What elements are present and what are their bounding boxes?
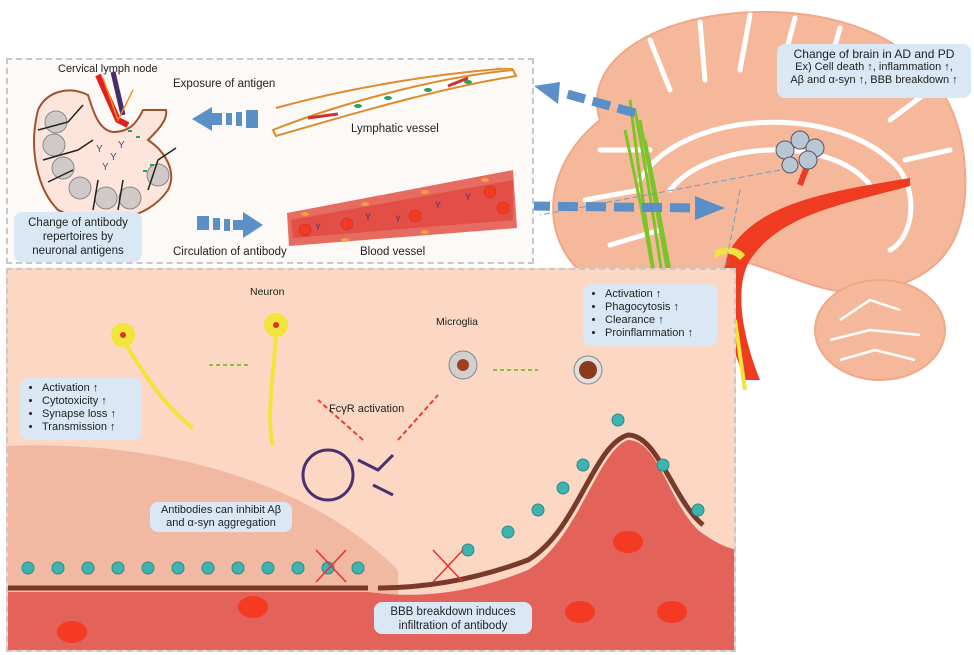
- aggregation-line: and α-syn aggregation: [166, 517, 276, 529]
- brain-change-callout: Change of brain in AD and PD Ex) Cell de…: [777, 44, 971, 98]
- svg-text:Y: Y: [395, 214, 401, 224]
- lymph-node-label: Cervical lymph node: [58, 63, 158, 75]
- tissue-background: [8, 313, 734, 650]
- svg-text:Y: Y: [465, 192, 471, 202]
- neurons: [111, 313, 288, 446]
- arrow-exposure: [192, 107, 258, 131]
- artery: [722, 178, 910, 380]
- repertoire-line: Change of antibody: [28, 217, 128, 229]
- repertoire-line: repertoires by: [42, 231, 114, 243]
- lymphatic-vessel-label: Lymphatic vessel: [351, 123, 439, 135]
- bbb-line: infiltration of antibody: [398, 620, 508, 632]
- astrocyte-row: [21, 413, 705, 575]
- repertoire-callout: Change of antibody repertoires by neuron…: [14, 212, 142, 262]
- svg-text:Y: Y: [102, 162, 109, 173]
- neuron-label: Neuron: [250, 286, 285, 298]
- bbb-line: BBB breakdown induces: [390, 606, 516, 618]
- microglia-effect-item: Proinflammation ↑: [605, 327, 717, 340]
- brain-change-line: Ex) Cell death ↑, inflammation ↑,: [795, 61, 953, 73]
- svg-text:Y: Y: [315, 222, 321, 232]
- microglia-effect-item: Activation ↑: [605, 288, 717, 301]
- lymphatic-vessel-illustration: [271, 68, 518, 138]
- svg-text:Y: Y: [110, 152, 117, 163]
- arrow-circulation: [197, 212, 263, 238]
- aggregation-callout: Antibodies can inhibit Aβ and α-syn aggr…: [150, 502, 292, 532]
- arrow-brain-to-lymph: [534, 82, 637, 118]
- blood-vessel-illustration: Y Y Y Y Y: [287, 170, 517, 246]
- blood-vessel-lumen: [8, 440, 734, 650]
- svg-text:Y: Y: [96, 144, 103, 155]
- afferent-vessels: [95, 71, 134, 128]
- microglia-effect-item: Clearance ↑: [605, 314, 717, 327]
- plaque-cluster: [775, 130, 825, 174]
- neuron-effect-item: Activation ↑: [42, 382, 142, 395]
- repertoire-line: neuronal antigens: [32, 245, 124, 257]
- svg-text:Y: Y: [365, 212, 371, 222]
- exposure-label: Exposure of antigen: [173, 78, 276, 90]
- bbb-callout: BBB breakdown induces infiltration of an…: [374, 602, 532, 634]
- antibody-aggregate: [301, 448, 395, 502]
- microglia-effects-callout: Activation ↑ Phagocytosis ↑ Clearance ↑ …: [583, 284, 717, 346]
- arrow-blood-to-brain: [530, 196, 725, 220]
- aggregation-line: Antibodies can inhibit Aβ: [160, 504, 282, 516]
- brain-change-line: Aβ and α-syn ↑, BBB breakdown ↑: [790, 74, 958, 86]
- neuron-effect-item: Cytotoxicity ↑: [42, 395, 142, 408]
- fcgr-activation-label: FcγR activation: [329, 403, 405, 415]
- circulation-label: Circulation of antibody: [173, 246, 287, 258]
- microglia-label: Microglia: [436, 316, 479, 328]
- svg-text:Y: Y: [118, 140, 125, 151]
- neuron-effect-item: Transmission ↑: [42, 421, 142, 434]
- microglia-cells: [448, 350, 603, 385]
- blood-vessel-label: Blood vessel: [360, 246, 426, 258]
- microglia-effect-item: Phagocytosis ↑: [605, 301, 717, 314]
- svg-text:Y: Y: [435, 200, 441, 210]
- brain-change-title: Change of brain in AD and PD: [793, 47, 955, 61]
- neuron-effects-callout: Activation ↑ Cytotoxicity ↑ Synapse loss…: [20, 378, 142, 440]
- neuron-effect-item: Synapse loss ↑: [42, 408, 142, 421]
- red-blood-cells: [57, 531, 687, 643]
